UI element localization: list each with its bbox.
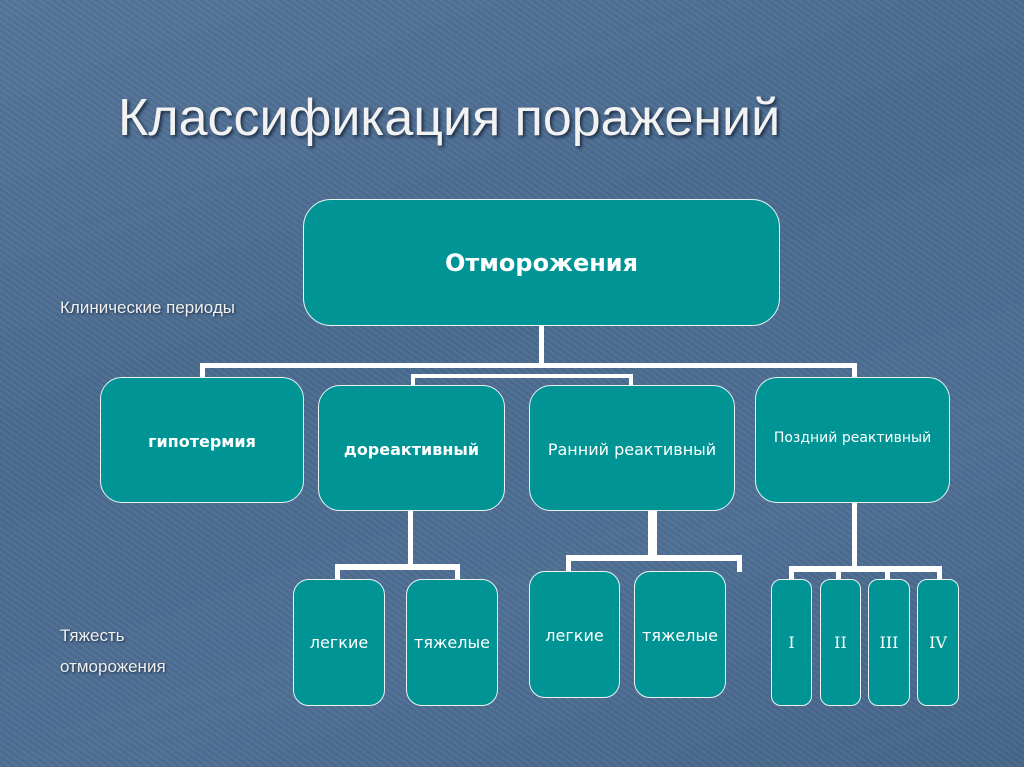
- connector: [629, 374, 633, 386]
- period-box-early-reactive: Ранний реактивный: [529, 385, 735, 511]
- connector: [852, 502, 857, 570]
- slide-title: Классификация поражений: [118, 89, 781, 147]
- degree-box-3: III: [868, 579, 910, 706]
- period-box-late-reactive: Поздний реактивный: [755, 377, 950, 503]
- connector: [737, 555, 742, 572]
- connector: [789, 566, 942, 572]
- degree-box-2: II: [820, 579, 861, 706]
- connector: [411, 374, 415, 386]
- degree-box-1: I: [771, 579, 812, 706]
- connector: [566, 555, 742, 561]
- connector: [335, 564, 460, 570]
- root-box: Отморожения: [303, 199, 780, 326]
- degree-box-4: IV: [917, 579, 959, 706]
- connector: [408, 510, 413, 568]
- label-clinical-periods: Клинические периоды: [60, 298, 235, 317]
- connector: [335, 564, 340, 580]
- connector: [411, 374, 633, 378]
- connector: [789, 566, 794, 580]
- connector: [648, 510, 657, 560]
- connector: [539, 325, 544, 367]
- severity-box-severe: тяжелые: [406, 579, 498, 706]
- severity-box-severe: тяжелые: [634, 571, 726, 698]
- connector: [937, 566, 942, 580]
- connector: [885, 566, 890, 580]
- connector: [566, 555, 571, 572]
- connector: [200, 363, 205, 378]
- connector: [455, 564, 460, 580]
- label-severity-2: отморожения: [60, 657, 166, 676]
- severity-box-mild: легкие: [293, 579, 385, 706]
- connector: [852, 363, 857, 378]
- period-box-pre-reactive: дореактивный: [318, 385, 505, 511]
- label-severity-1: Тяжесть: [60, 626, 125, 645]
- period-box-hypothermia: гипотермия: [100, 377, 304, 503]
- severity-box-mild: легкие: [529, 571, 620, 698]
- connector: [836, 566, 841, 580]
- connector: [200, 363, 857, 368]
